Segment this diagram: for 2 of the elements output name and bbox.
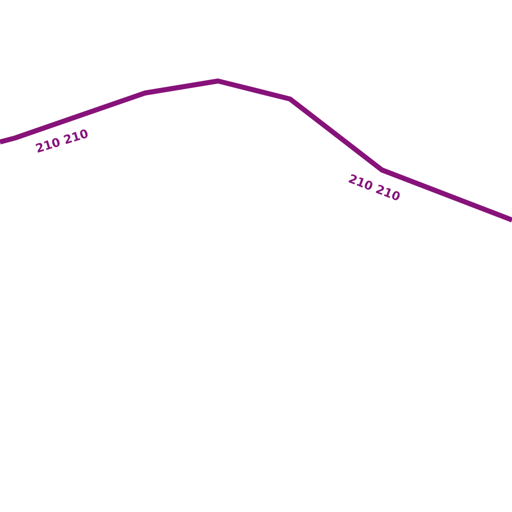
road-number-label: 210 210	[346, 172, 402, 204]
road-number-label: 210 210	[34, 127, 90, 155]
